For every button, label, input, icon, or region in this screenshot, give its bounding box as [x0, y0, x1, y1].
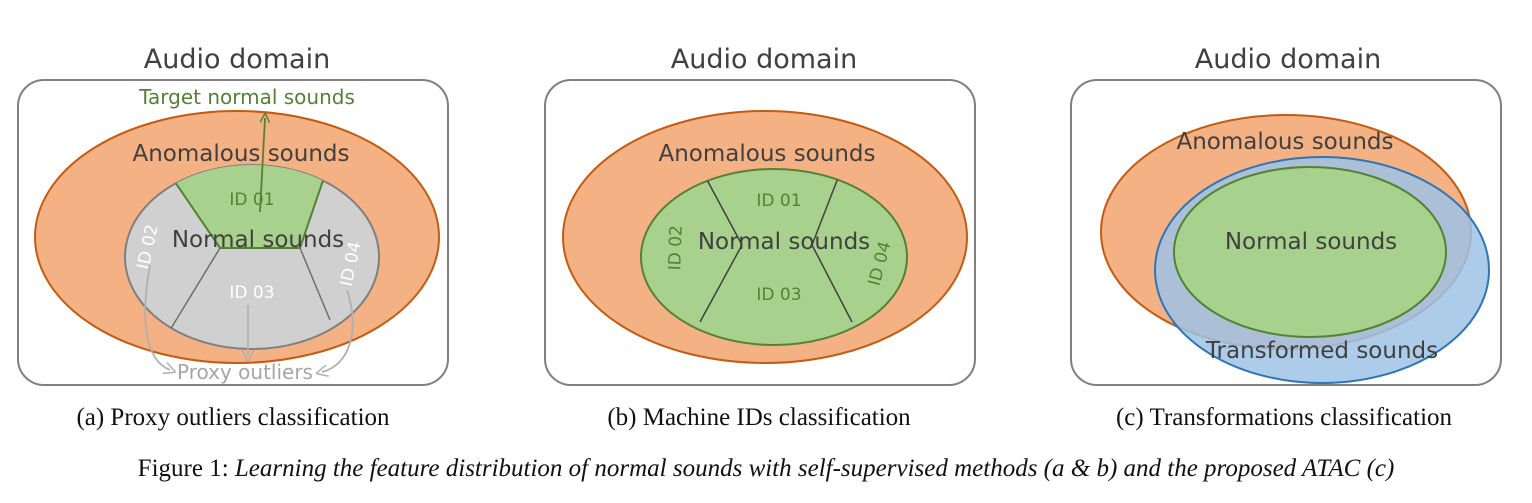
panel-b-normal-label: Normal sounds	[698, 229, 870, 255]
panel-a-id-03: ID 03	[229, 283, 274, 303]
panel-a-target-arrow	[259, 118, 265, 213]
panel-b-divider	[811, 244, 853, 323]
panel-a-anomalous-label: Anomalous sounds	[132, 141, 349, 167]
panel-a-id-01: ID 01	[229, 190, 274, 210]
panel-a-domain-title: Audio domain	[144, 44, 330, 75]
panel-a: Audio domain Anomalous sounds ID 01 Norm…	[17, 44, 449, 386]
panel-c-normal-label: Normal sounds	[1225, 229, 1397, 255]
panel-b-divider	[811, 177, 839, 246]
panel-a-divider	[299, 247, 331, 321]
panel-b-anomalous-label: Anomalous sounds	[658, 141, 875, 167]
panel-b-caption: (b) Machine IDs classification	[607, 404, 911, 431]
panel-b-id-03: ID 03	[756, 285, 801, 305]
panel-b-divider	[699, 244, 743, 323]
panel-c: Audio domain Anomalous sounds Normal sou…	[1070, 44, 1502, 386]
panel-b: Audio domain Anomalous sounds ID 01 Norm…	[544, 44, 976, 386]
panel-a-divider	[169, 247, 221, 331]
figure-caption-text: Learning the feature distribution of nor…	[234, 455, 1395, 482]
panel-b-domain-title: Audio domain	[671, 44, 857, 75]
panel-a-normal-label: Normal sounds	[172, 227, 344, 253]
panel-c-caption: (c) Transformations classification	[1115, 404, 1453, 431]
panel-a-target-label: Target normal sounds	[138, 85, 355, 109]
panel-b-divider	[705, 177, 743, 246]
panel-b-id-02: ID 02	[665, 225, 687, 271]
panel-a-proxy-label: Proxy outliers	[177, 360, 313, 384]
panel-c-anomalous-label: Anomalous sounds	[1176, 129, 1393, 155]
panel-b-id-01: ID 01	[756, 191, 801, 211]
panel-a-proxy-arrow-right	[322, 289, 354, 372]
figure-caption: Figure 1: Learning the feature distribut…	[0, 455, 1532, 483]
figure-caption-prefix: Figure 1:	[137, 455, 235, 482]
panel-a-caption: (a) Proxy outliers classification	[76, 404, 390, 431]
panel-a-proxy-arrow-left	[144, 264, 170, 370]
panel-c-domain-title: Audio domain	[1195, 44, 1381, 75]
panel-c-transformed-label: Transformed sounds	[1205, 338, 1438, 364]
panel-c-normal-region	[1173, 166, 1447, 338]
